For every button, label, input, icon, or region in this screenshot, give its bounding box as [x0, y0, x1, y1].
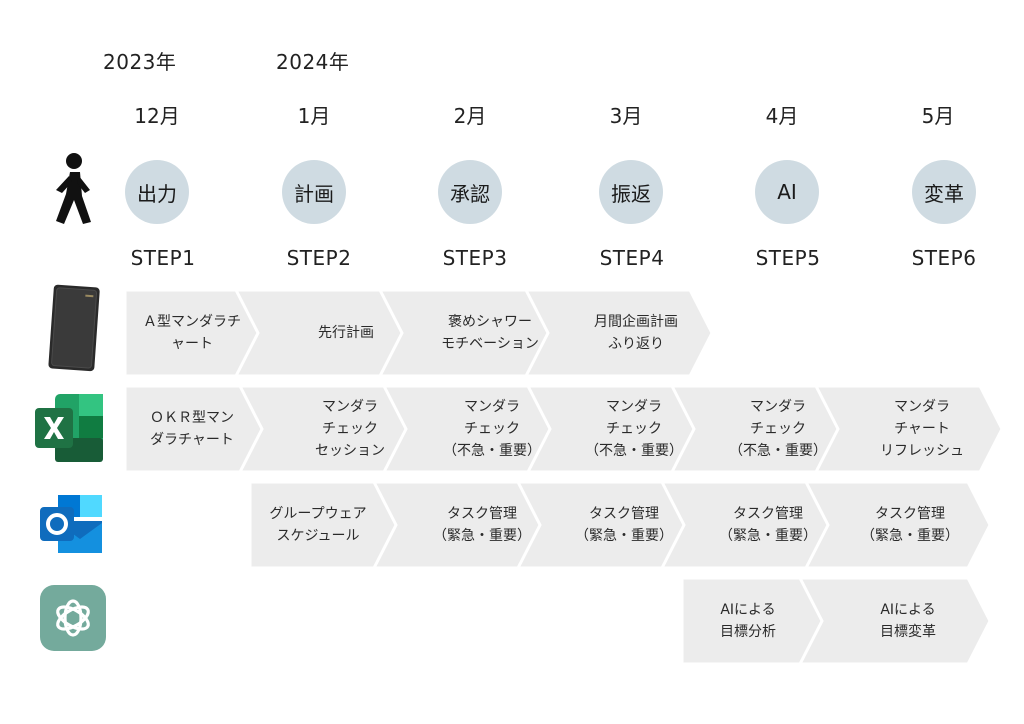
chevron-shape	[523, 288, 714, 378]
chevron-text: マンダラ チェック （不急・重要）	[585, 399, 683, 459]
month-label: 12月	[134, 104, 180, 128]
chevron-shape	[803, 480, 992, 570]
month-label: 4月	[765, 104, 799, 128]
phase-circle: 出力	[125, 160, 189, 224]
chevron-text: 先行計画	[318, 325, 374, 341]
phase-circle: AI	[755, 160, 819, 224]
month-label: 3月	[609, 104, 643, 128]
chevron-text: マンダラ チェック （不急・重要）	[443, 399, 541, 459]
chevron-text: マンダラ チェック （不急・重要）	[729, 399, 827, 459]
phase-circle: 承認	[438, 160, 502, 224]
chevron-text: タスク管理 （緊急・重要）	[433, 506, 531, 544]
chevron-text: Ａ型マンダラチ ャート	[143, 314, 241, 352]
year-label: 2023年	[103, 50, 177, 74]
phase-circle: 変革	[912, 160, 976, 224]
chevron-text: タスク管理 （緊急・重要）	[575, 506, 673, 544]
chevron-shape	[813, 384, 1004, 474]
chevron-text: 月間企画計画 ふり返り	[594, 314, 678, 352]
chevron-text: タスク管理 （緊急・重要）	[719, 506, 817, 544]
chevron-text: ＯＫＲ型マン ダラチャート	[150, 410, 234, 448]
chevron-text: タスク管理 （緊急・重要）	[861, 506, 959, 544]
step-label: STEP5	[755, 246, 821, 270]
chevron-text: AIによる 目標分析	[720, 602, 776, 640]
chevron-text: マンダラ チャート リフレッシュ	[880, 399, 964, 459]
walking-person-icon	[56, 153, 91, 224]
step-label: STEP4	[599, 246, 665, 270]
month-label: 5月	[921, 104, 955, 128]
step-label: STEP1	[130, 246, 196, 270]
excel-icon	[35, 394, 103, 462]
month-label: 1月	[297, 104, 331, 128]
chevron-text: グループウェア スケジュール	[269, 506, 367, 544]
phase-circle: 振返	[599, 160, 663, 224]
year-label: 2024年	[276, 50, 350, 74]
outlook-icon	[40, 495, 102, 553]
notebook-icon	[48, 284, 100, 372]
chatgpt-icon	[40, 585, 106, 651]
phase-circle: 計画	[282, 160, 346, 224]
month-label: 2月	[453, 104, 487, 128]
step-label: STEP6	[911, 246, 977, 270]
step-label: STEP2	[286, 246, 352, 270]
chevron-text: マンダラ チェック セッション	[315, 399, 385, 459]
chevron-text: 褒めシャワー モチベーション	[441, 314, 539, 352]
chevron-shape	[797, 576, 992, 666]
step-label: STEP3	[442, 246, 508, 270]
chevron-text: AIによる 目標変革	[880, 602, 936, 640]
